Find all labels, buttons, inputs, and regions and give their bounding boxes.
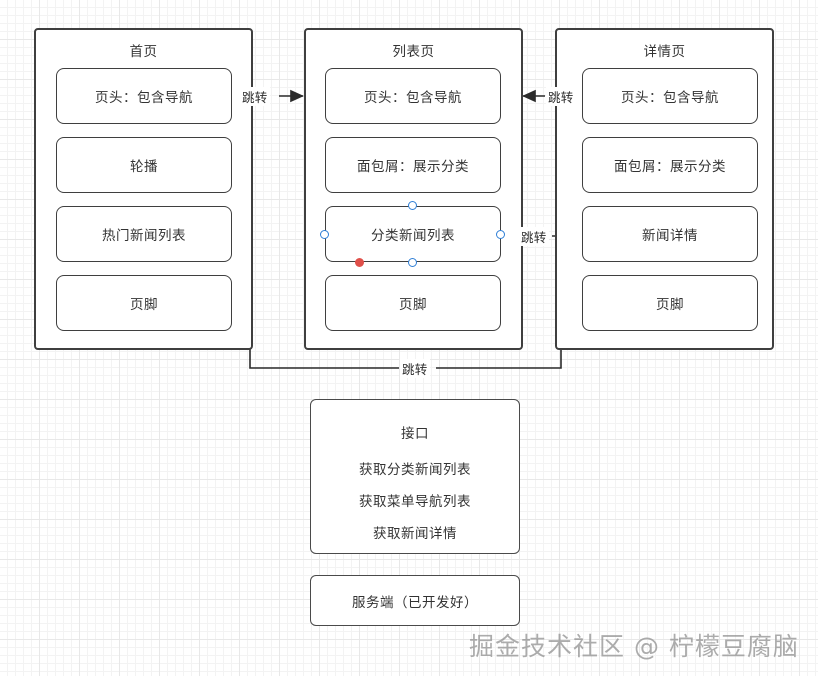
api-item-menu-nav-list: 获取菜单导航列表 [359,494,471,510]
api-box-title: 接口 [401,426,429,442]
node-detail-header[interactable]: 页头：包含导航 [582,68,758,124]
node-home-carousel[interactable]: 轮播 [56,137,232,193]
node-list-category-news-list[interactable]: 分类新闻列表 [325,206,501,262]
selection-marker-dot[interactable] [355,258,364,267]
edge-label-home-to-list: 跳转 [240,87,270,106]
node-detail-breadcrumb[interactable]: 面包屑：展示分类 [582,137,758,193]
node-detail-news-detail[interactable]: 新闻详情 [582,206,758,262]
node-list-breadcrumb[interactable]: 面包屑：展示分类 [325,137,501,193]
edge-label-detail-to-list: 跳转 [546,87,576,106]
node-home-footer[interactable]: 页脚 [56,275,232,331]
watermark: 掘金技术社区 @ 柠檬豆腐脑 [469,632,799,661]
server-box[interactable]: 服务端（已开发好） [310,575,520,626]
api-item-category-news-list: 获取分类新闻列表 [359,462,471,478]
node-detail-footer[interactable]: 页脚 [582,275,758,331]
selection-handle-bottom[interactable] [408,258,417,267]
group-detail-title: 详情页 [643,44,686,60]
selection-handle-right[interactable] [496,230,505,239]
group-list-title: 列表页 [392,44,435,60]
selection-handle-left[interactable] [320,230,329,239]
node-home-hot-news-list[interactable]: 热门新闻列表 [56,206,232,262]
server-box-label: 服务端（已开发好） [352,594,478,611]
selection-handle-top[interactable] [408,201,417,210]
group-home-title: 首页 [129,44,158,60]
node-list-header[interactable]: 页头：包含导航 [325,68,501,124]
edge-label-home-to-detail: 跳转 [400,359,430,378]
node-home-header[interactable]: 页头：包含导航 [56,68,232,124]
node-list-footer[interactable]: 页脚 [325,275,501,331]
api-item-news-detail: 获取新闻详情 [373,526,457,542]
api-box[interactable]: 接口 获取分类新闻列表 获取菜单导航列表 获取新闻详情 [310,399,520,554]
edge-label-list-to-detail: 跳转 [519,227,549,246]
